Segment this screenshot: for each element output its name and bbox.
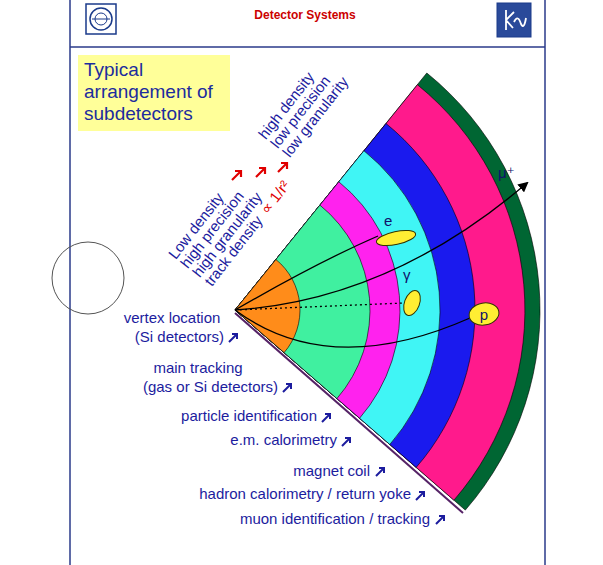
subdetector-label: main tracking [153,359,242,376]
frame [70,0,545,565]
property-label: ∝ 1/r² [257,177,293,217]
shower-ellipse [401,288,424,318]
slide-title: Detector Systems [254,8,355,22]
shower-outline [374,214,418,246]
heading-text: Typical arrangement of subdetectors [84,59,224,125]
proton-shower: p [468,302,500,326]
photon-shower: γ [400,268,424,318]
electron-shower: e [374,214,418,246]
subdetector-label: hadron calorimetry / return yoke [199,485,411,502]
subdetector-label: (gas or Si detectors) [143,378,278,395]
particle-label: e [384,212,392,229]
subdetector-label: muon identification / tracking [240,510,430,527]
particle-label: p [480,306,488,323]
particle-tracks [235,183,527,347]
subdetector-label: particle identification [181,407,317,424]
heading-box: Typical arrangement of subdetectors [78,55,230,131]
particle-label: μ⁺ [498,164,515,181]
subdetector-label: vertex location [124,309,221,326]
shower-ellipse [467,301,500,328]
beam-circle [52,242,124,314]
right-logo [497,3,531,37]
left-logo [86,4,116,34]
subdetector-label: (Si detectors) [135,328,224,345]
shower-ellipse [375,227,417,248]
subdetector-label: magnet coil [293,462,370,479]
particle-label: γ [403,266,411,283]
subdetector-label: e.m. calorimetry [230,431,337,448]
